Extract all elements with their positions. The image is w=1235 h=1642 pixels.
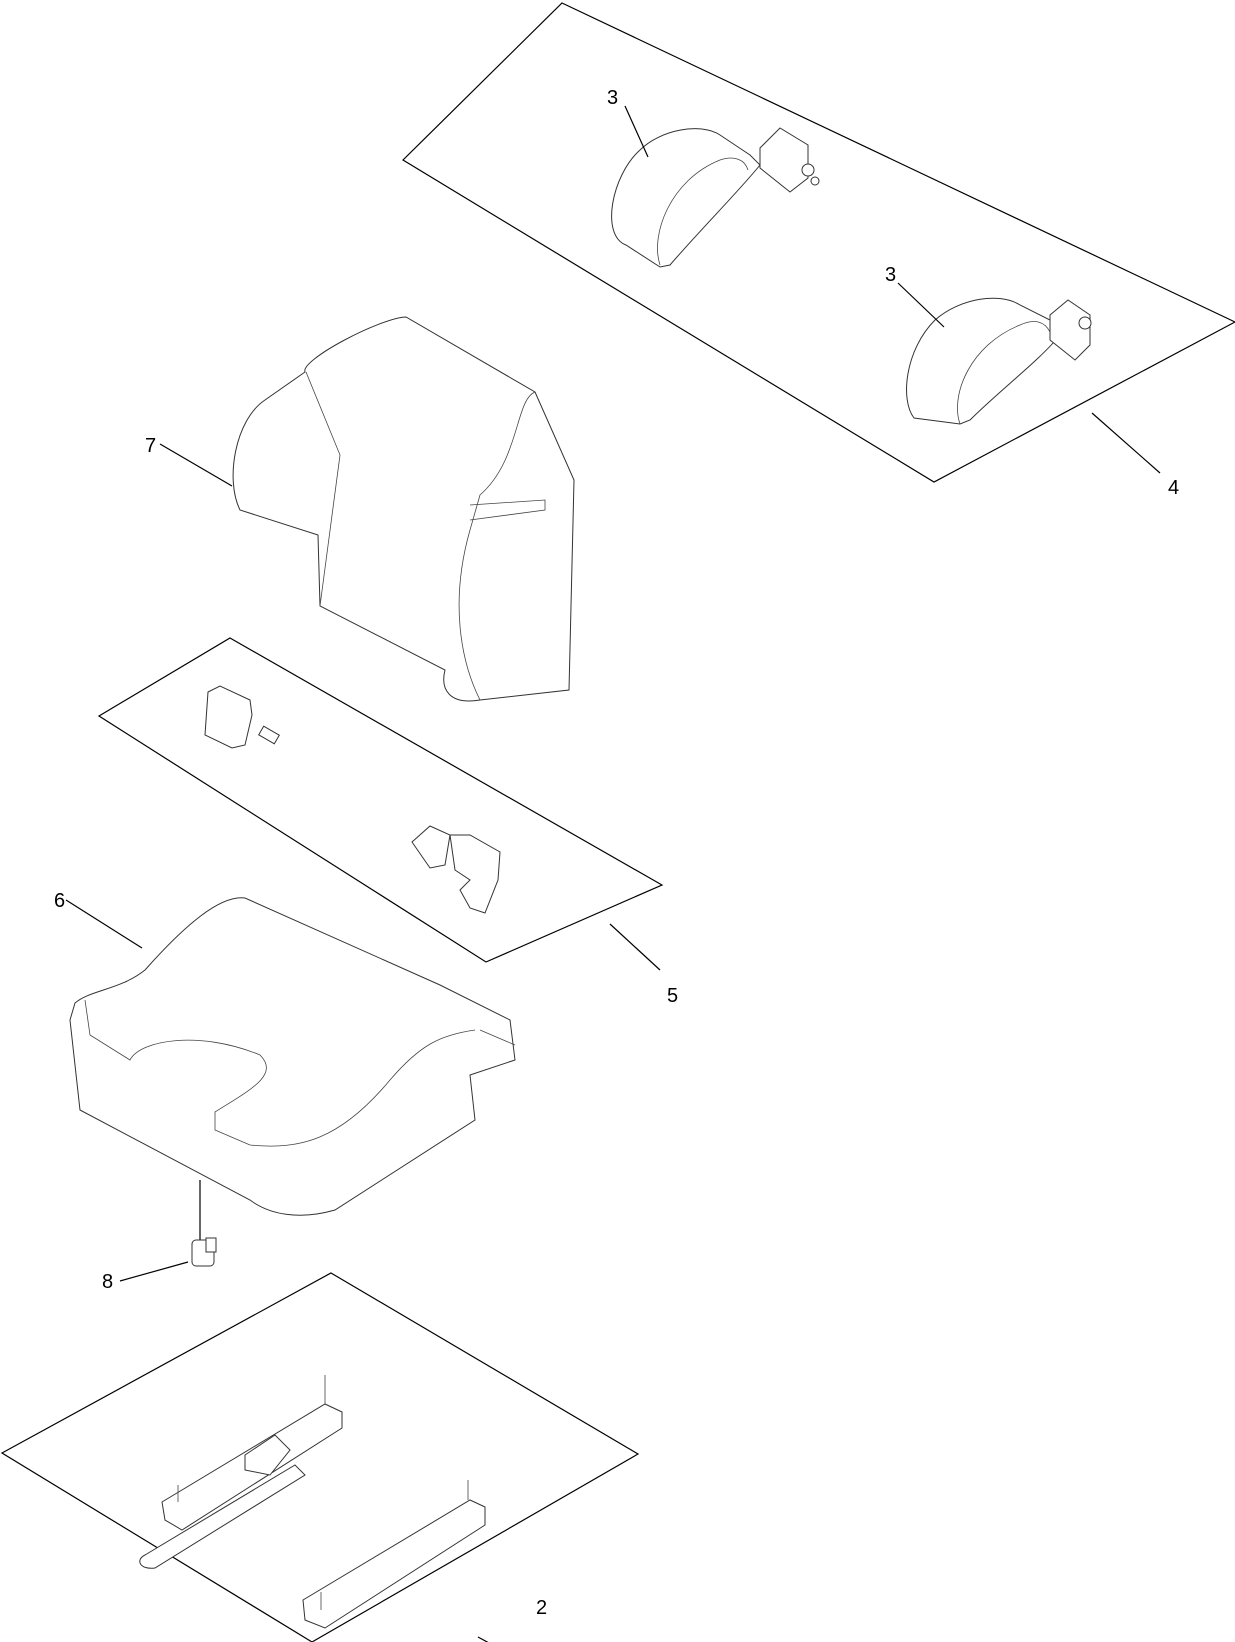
seat-switch [119, 1180, 217, 1282]
callout-7-seat-back: 7 [145, 435, 157, 457]
callout-4-armrest-kit: 4 [1168, 477, 1180, 499]
seat-back [159, 316, 575, 702]
slide-rail-kit-panel [0, 1272, 640, 1642]
callout-5-seat-belt-kit: 5 [667, 985, 679, 1007]
slide-rail-left [139, 1375, 343, 1569]
cushion-leader [65, 899, 143, 949]
callout-2-slide-rail-kit: 2 [536, 1597, 548, 1619]
callout-3-right-armrest: 3 [885, 264, 897, 286]
slide-rail-right [302, 1480, 486, 1629]
seat-belt-latch [411, 825, 501, 914]
callout-6-seat-cushion: 6 [54, 890, 66, 912]
callout-8-seat-switch: 8 [102, 1271, 114, 1293]
seat-belt-kit-panel [97, 637, 664, 971]
seat-cushion [69, 897, 516, 1216]
armrest-left [611, 105, 820, 268]
seat-belt-buckle [204, 685, 280, 749]
armrest-right [897, 282, 1092, 425]
armrest-kit-panel [402, 2, 1235, 483]
callout-3-left-armrest: 3 [607, 87, 619, 109]
